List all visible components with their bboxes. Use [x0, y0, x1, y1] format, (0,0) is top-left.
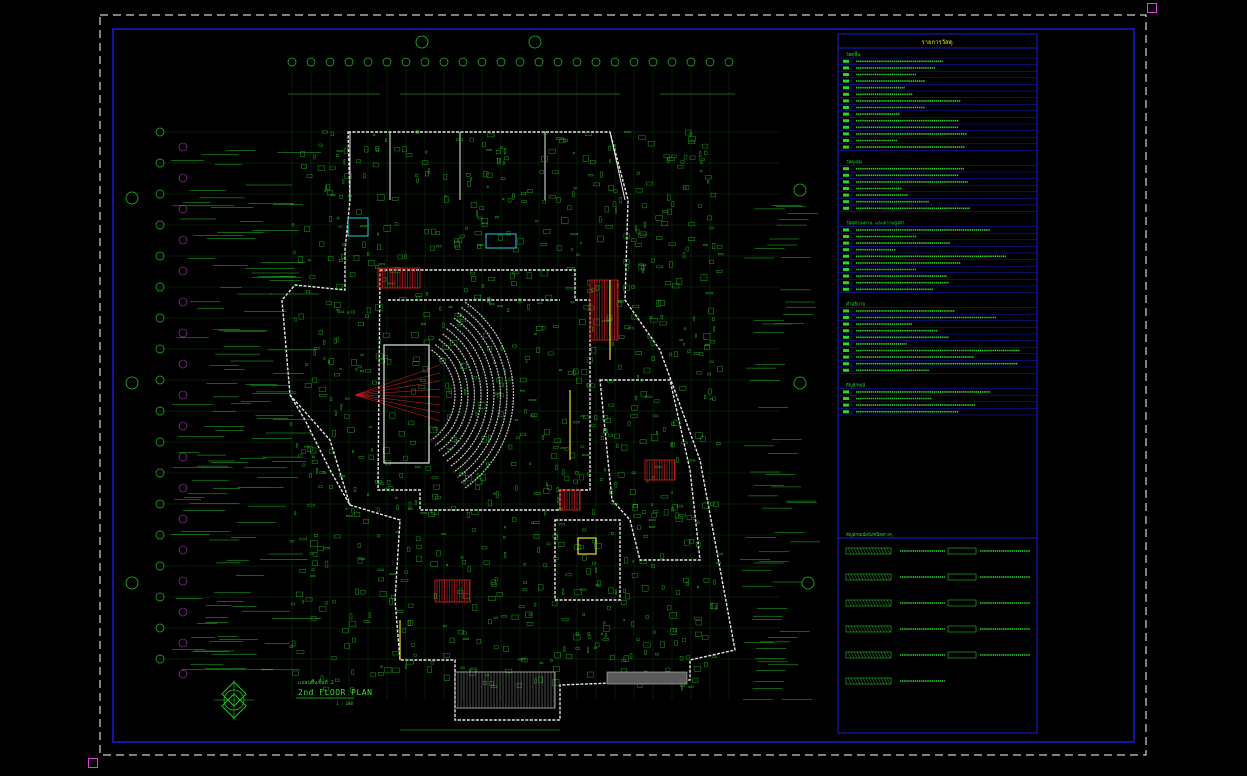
- legend-section: วัสดุฝ้าเพดาน และความสูงฝ้า: [838, 221, 1037, 293]
- legend-section-title: สัญลักษณ์: [846, 382, 865, 389]
- legend-section-title: คำอธิบาย: [846, 301, 865, 308]
- legend-section-title: วัสดุพื้น: [846, 51, 860, 58]
- highlight-frames: [399, 280, 611, 660]
- grid-lines: [160, 70, 780, 700]
- entrance-canopy: [454, 671, 688, 709]
- sheet-corner-marker-top-right: [1147, 3, 1157, 13]
- north-compass-icon: [214, 680, 254, 720]
- plan-title-prefix: แปลนพื้นชั้นที่ 2: [298, 677, 334, 686]
- dashed-sheet-border: [99, 14, 1147, 756]
- floor-plan: [125, 35, 820, 731]
- drafting-detail: [170, 129, 820, 700]
- legend-sections: วัสดุพื้นวัสดุผนังวัสดุฝ้าเพดาน และความส…: [838, 51, 1037, 416]
- building-walls: [281, 131, 736, 721]
- sheet-corner-marker-bottom-left: [88, 758, 98, 768]
- legend-header: รายการวัสดุ: [921, 39, 952, 46]
- legend-section-title: วัสดุผนัง: [846, 159, 862, 165]
- legend-section: วัสดุพื้น: [838, 51, 1037, 151]
- legend-section-title: วัสดุฝ้าเพดาน และความสูงฝ้า: [846, 221, 905, 227]
- lift-cores: [347, 217, 517, 249]
- title-frame: [112, 28, 1135, 743]
- wall-types-header: สัญลักษณ์ผนังชนิดต่างๆ: [846, 531, 893, 538]
- dimension-lines: [288, 93, 735, 731]
- wall-type-samples: [845, 547, 1030, 685]
- plan-scale: 1 : 100: [336, 701, 353, 706]
- legend-section: สัญลักษณ์: [838, 382, 1037, 416]
- plan-title: 2nd FLOOR PLAN: [298, 688, 372, 697]
- grid-bubbles: [125, 35, 815, 679]
- materials-legend-panel: รายการวัสดุ วัสดุพื้นวัสดุผนังวัสดุฝ้าเพ…: [837, 33, 1038, 734]
- plan-title-block: แปลนพื้นชั้นที่ 2 2nd FLOOR PLAN 1 : 100: [214, 677, 372, 720]
- legend-section: คำอธิบาย: [838, 301, 1037, 374]
- auditorium-seating: [354, 301, 515, 489]
- stairs: [377, 267, 676, 603]
- legend-section: วัสดุผนัง: [838, 159, 1037, 212]
